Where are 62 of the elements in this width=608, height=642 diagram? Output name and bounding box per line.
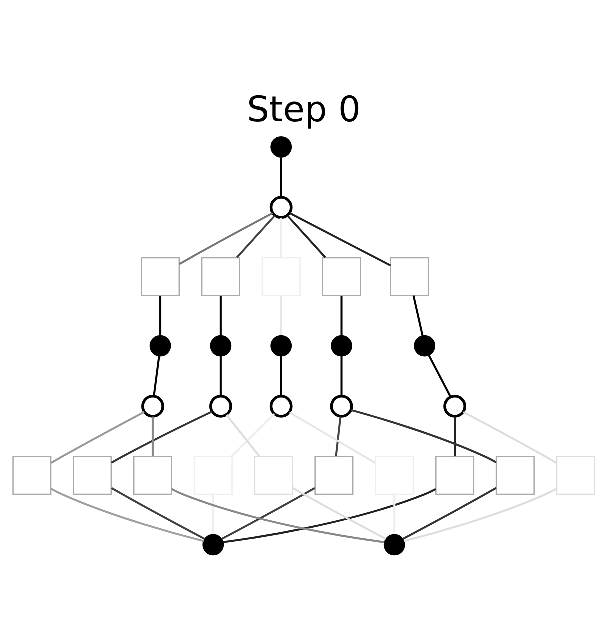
node-box bbox=[12, 456, 52, 495]
connector bbox=[340, 296, 343, 335]
connector bbox=[280, 356, 282, 396]
connector bbox=[404, 488, 558, 542]
connector bbox=[236, 214, 276, 258]
connector bbox=[280, 157, 282, 197]
connector bbox=[286, 214, 326, 258]
connector bbox=[50, 410, 145, 464]
connector bbox=[220, 356, 222, 396]
node-box bbox=[194, 456, 233, 495]
connector bbox=[412, 295, 424, 336]
connector bbox=[111, 410, 213, 464]
node-box bbox=[73, 456, 112, 495]
connector bbox=[160, 296, 162, 335]
node-dot bbox=[270, 334, 292, 356]
node-circle bbox=[270, 196, 293, 219]
connector bbox=[463, 410, 558, 464]
connector bbox=[428, 354, 452, 398]
node-box bbox=[556, 456, 596, 495]
connector bbox=[340, 356, 343, 396]
connector bbox=[220, 296, 222, 335]
node-circle bbox=[270, 394, 293, 418]
connector bbox=[226, 414, 260, 457]
node-circle bbox=[209, 394, 232, 418]
diagram-title: Step 0 bbox=[247, 88, 361, 130]
node-box bbox=[436, 456, 475, 495]
connector bbox=[292, 486, 387, 540]
node-box bbox=[201, 256, 240, 296]
connector bbox=[179, 212, 274, 265]
node-circle bbox=[444, 394, 466, 418]
connector bbox=[290, 212, 392, 266]
node-dot bbox=[384, 534, 406, 556]
node-dot bbox=[202, 534, 224, 556]
node-box bbox=[390, 256, 430, 296]
connector bbox=[289, 411, 376, 464]
connector bbox=[221, 486, 316, 540]
node-circle bbox=[142, 394, 164, 418]
node-box bbox=[141, 256, 180, 296]
connector bbox=[351, 408, 497, 463]
node-dot bbox=[414, 334, 436, 356]
connector bbox=[111, 486, 206, 540]
node-dot bbox=[331, 334, 352, 356]
node-box bbox=[375, 456, 414, 495]
connector bbox=[335, 416, 342, 456]
connector bbox=[454, 416, 456, 456]
node-box bbox=[496, 456, 535, 495]
node-dot bbox=[210, 334, 232, 356]
connector bbox=[223, 488, 436, 543]
node-box bbox=[262, 256, 301, 296]
node-dot bbox=[270, 136, 292, 158]
connector bbox=[153, 355, 160, 396]
node-dot bbox=[150, 334, 172, 356]
node-box bbox=[322, 256, 362, 296]
node-circle bbox=[330, 394, 354, 418]
connector bbox=[230, 413, 276, 457]
node-box bbox=[254, 456, 294, 495]
connector bbox=[402, 486, 497, 540]
node-box bbox=[314, 456, 354, 495]
connector bbox=[50, 488, 204, 542]
node-box bbox=[133, 456, 172, 495]
connector bbox=[152, 416, 154, 456]
connector bbox=[172, 488, 385, 543]
